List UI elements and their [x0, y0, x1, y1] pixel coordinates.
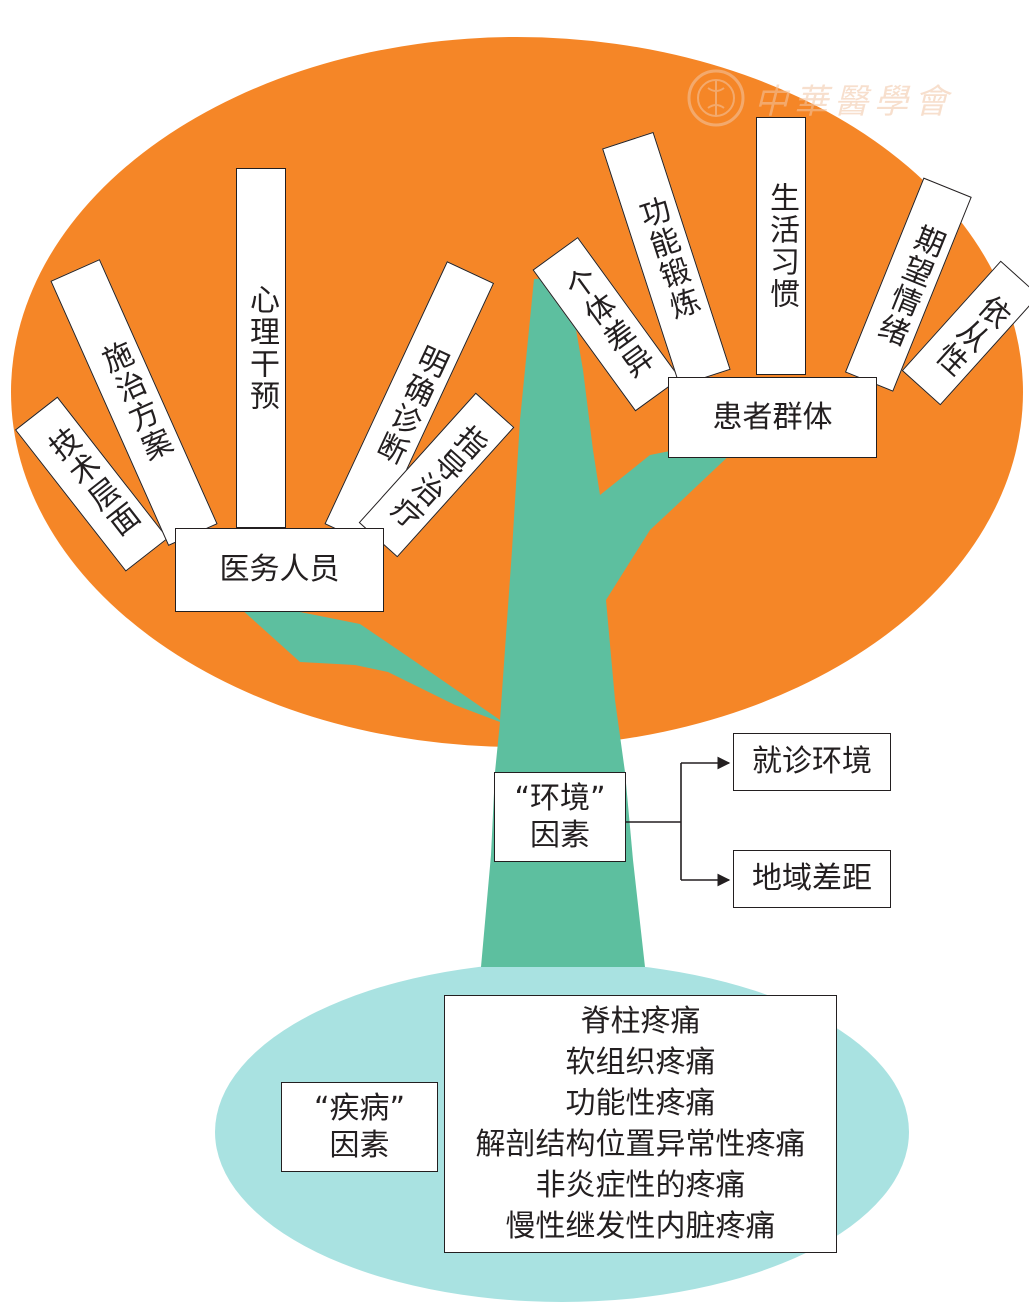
environment-factor-line2: 因素: [530, 818, 590, 853]
disease-factor-line2: 因素: [329, 1128, 390, 1163]
disease-factor-line1: “疾病”: [313, 1090, 406, 1126]
patient-group-box: 患者群体: [668, 377, 877, 458]
disease-list-box: 脊柱疼痛 软组织疼痛 功能性疼痛 解剖结构位置异常性疼痛 非炎症性的疼痛 慢性继…: [444, 995, 837, 1253]
watermark-text: 中華醫學會: [754, 81, 954, 122]
watermark: 中華醫學會: [686, 68, 954, 128]
clinic-environment-box: 就诊环境: [733, 733, 891, 791]
environment-factor-line1: “环境”: [514, 780, 606, 816]
chinese-medical-association-emblem-icon: [687, 69, 745, 127]
disease-item-functional-pain: 功能性疼痛: [565, 1086, 716, 1121]
disease-item-chronic-visceral-pain: 慢性继发性内脏疼痛: [505, 1209, 776, 1244]
medical-staff-box: 医务人员: [175, 528, 384, 612]
disease-item-anatomical-abnormality-pain: 解剖结构位置异常性疼痛: [475, 1127, 806, 1162]
connector-lines: [626, 756, 731, 887]
regional-gap-box: 地域差距: [733, 850, 891, 908]
disease-item-non-inflammatory-pain: 非炎症性的疼痛: [535, 1168, 746, 1203]
disease-item-soft-tissue-pain: 软组织疼痛: [565, 1045, 716, 1080]
branch-psychological-intervention: 心理干预: [236, 168, 286, 528]
branch-living-habits: 生活习惯: [756, 117, 806, 375]
disease-item-spinal-pain: 脊柱疼痛: [580, 1004, 701, 1039]
environment-factor-box: “环境” 因素: [494, 772, 626, 862]
disease-factor-box: “疾病” 因素: [281, 1082, 438, 1172]
